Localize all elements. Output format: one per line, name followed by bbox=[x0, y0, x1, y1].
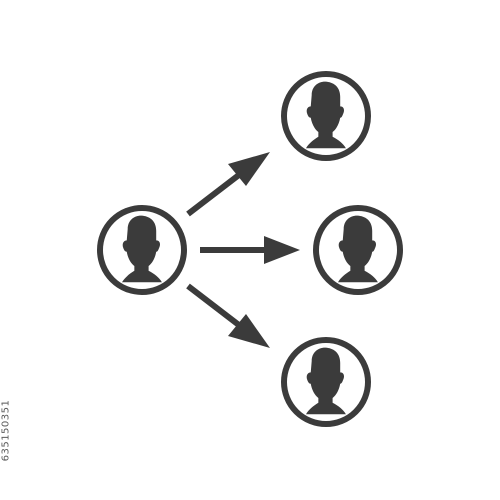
target-person-icon-top bbox=[281, 71, 371, 161]
target-person-icon-middle bbox=[313, 205, 403, 295]
arrow-up-right-icon bbox=[186, 152, 270, 217]
stock-id-text: 635150351 bbox=[0, 399, 12, 462]
source-person-icon bbox=[97, 205, 187, 295]
arrow-down-right-icon bbox=[186, 283, 270, 348]
arrow-right-icon bbox=[200, 236, 300, 264]
target-person-icon-bottom bbox=[281, 337, 371, 427]
